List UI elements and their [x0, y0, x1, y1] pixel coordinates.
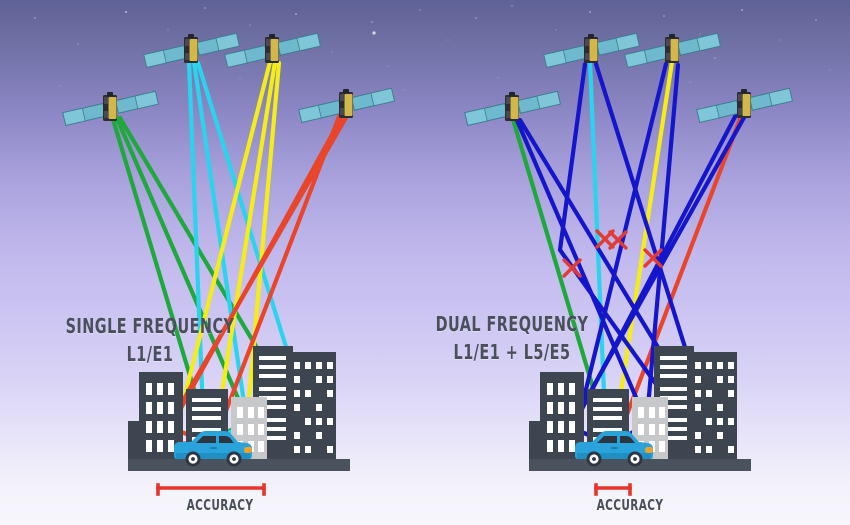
accuracy-label-dual-frequency: ACCURACY — [596, 496, 664, 514]
blocked-signal-x-icon — [608, 230, 628, 250]
cityscape-right — [529, 346, 751, 471]
panel-caption-single-frequency: SINGLE FREQUENCY L1/E1 — [46, 312, 254, 369]
ground-strip — [529, 459, 751, 471]
accuracy-bracket-icon — [156, 483, 266, 496]
accuracy-label-single-frequency: ACCURACY — [186, 496, 254, 514]
blocked-signal-markers — [562, 229, 663, 278]
building-icon — [128, 421, 142, 465]
panel-caption-dual-frequency: DUAL FREQUENCY L1/E1 + L5/E5 — [408, 310, 616, 367]
blocked-signal-x-icon — [643, 248, 663, 268]
ground-strip — [128, 459, 350, 471]
caption-line-2: L1/E1 + L5/E5 — [453, 340, 571, 365]
building-icon — [288, 352, 336, 465]
caption-line-1: SINGLE FREQUENCY — [65, 314, 235, 338]
building-icon — [529, 421, 543, 465]
caption-line-1: DUAL FREQUENCY — [435, 312, 589, 336]
caption-line-2: L1/E1 — [126, 342, 174, 367]
blocked-signal-x-icon — [562, 258, 582, 278]
building-icon — [689, 352, 737, 465]
accuracy-bracket-icon — [594, 483, 632, 496]
